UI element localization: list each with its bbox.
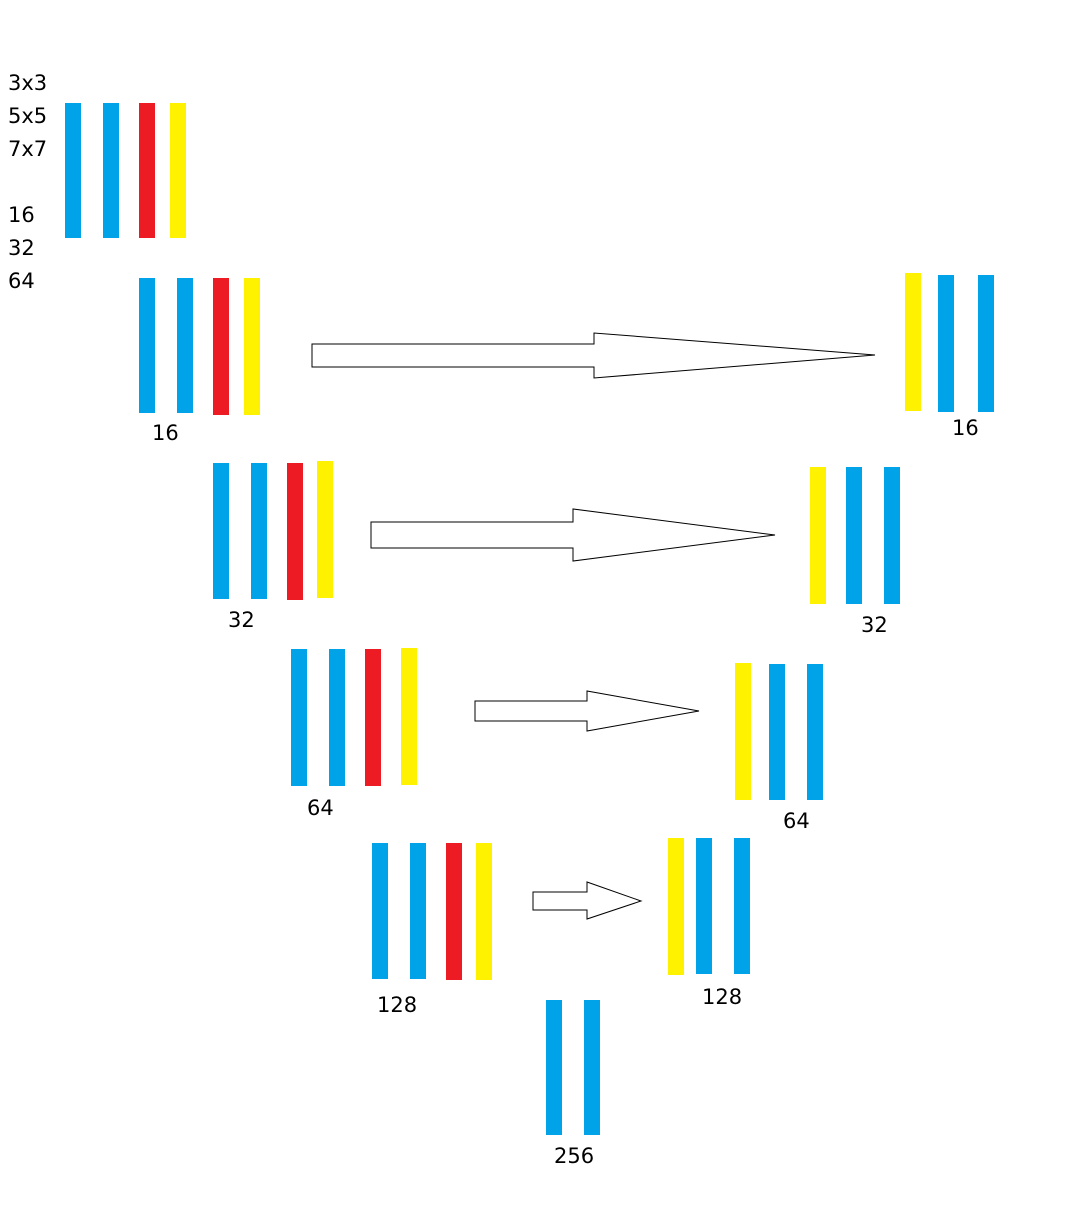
decoder-0-bar-2 — [978, 275, 994, 412]
decoder-0-bar-0 — [905, 273, 921, 411]
encoder-2-label: 32 — [228, 608, 255, 632]
decoder-2-bar-0 — [735, 663, 751, 800]
legend-kernel-size-3: 7x7 — [8, 137, 47, 161]
bottleneck-label: 256 — [554, 1144, 594, 1168]
decoder-block-64: 64 — [735, 663, 823, 833]
encoder-3-label: 64 — [307, 796, 334, 820]
encoder-4-label: 128 — [377, 993, 417, 1017]
decoder-3-bar-1 — [696, 838, 712, 974]
decoder-1-label: 32 — [861, 613, 888, 637]
encoder-1-label: 16 — [152, 421, 179, 445]
encoder-4-bar-0 — [372, 843, 388, 979]
skip-arrow-16-icon — [311, 332, 876, 379]
encoder-1-bar-2 — [213, 278, 229, 415]
decoder-0-bar-1 — [938, 275, 954, 412]
decoder-block-128: 128 — [668, 838, 750, 1009]
decoder-2-bar-2 — [807, 664, 823, 800]
encoder-block-16: 16 — [139, 278, 260, 445]
encoder-3-bar-0 — [291, 649, 307, 786]
bottleneck-block-256: 256 — [546, 1000, 600, 1168]
decoder-3-bar-0 — [668, 838, 684, 975]
encoder-2-bar-2 — [287, 463, 303, 600]
decoder-1-bar-0 — [810, 467, 826, 604]
encoder-block-128: 128 — [372, 843, 492, 1017]
legend-kernel-size-1: 3x3 — [8, 71, 47, 95]
encoder-2-bar-3 — [317, 461, 333, 598]
bottleneck-bar-1 — [584, 1000, 600, 1135]
decoder-block-32: 32 — [810, 467, 900, 637]
encoder-2-bar-1 — [251, 463, 267, 599]
encoder-2-bar-0 — [213, 463, 229, 599]
decoder-2-bar-1 — [769, 664, 785, 800]
encoder-1-bar-1 — [177, 278, 193, 413]
skip-arrow-32-icon — [370, 508, 776, 562]
encoder-block-32: 32 — [213, 461, 333, 632]
encoder-4-bar-1 — [410, 843, 426, 979]
encoder-3-bar-1 — [329, 649, 345, 786]
legend-filter-count-1: 16 — [8, 203, 35, 227]
encoder-0-bar-1 — [103, 103, 119, 238]
decoder-2-label: 64 — [783, 809, 810, 833]
skip-arrow-128-icon — [532, 881, 643, 920]
skip-connections — [311, 332, 876, 920]
decoder-1-bar-2 — [884, 467, 900, 604]
encoder-4-bar-2 — [446, 843, 462, 980]
legend: 3x3 5x5 7x7 16 32 64 — [8, 71, 47, 293]
decoder-3-label: 128 — [702, 985, 742, 1009]
decoder-3-bar-2 — [734, 838, 750, 974]
skip-arrow-64-icon — [474, 690, 700, 732]
encoder-4-bar-3 — [476, 843, 492, 980]
encoder-1-bar-3 — [244, 278, 260, 415]
encoder-0-bar-0 — [65, 103, 81, 238]
bottleneck-bar-0 — [546, 1000, 562, 1135]
encoder-block-0 — [65, 103, 186, 238]
decoder-1-bar-1 — [846, 467, 862, 604]
encoder-3-bar-3 — [401, 648, 417, 785]
encoder-3-bar-2 — [365, 649, 381, 786]
encoder-1-bar-0 — [139, 278, 155, 413]
encoder-0-bar-2 — [139, 103, 155, 238]
encoder-0-bar-3 — [170, 103, 186, 238]
encoder-block-64: 64 — [291, 648, 417, 820]
legend-filter-count-2: 32 — [8, 236, 35, 260]
decoder-block-16: 16 — [905, 273, 994, 440]
legend-filter-count-3: 64 — [8, 269, 35, 293]
decoder-0-label: 16 — [952, 416, 979, 440]
legend-kernel-size-2: 5x5 — [8, 104, 47, 128]
